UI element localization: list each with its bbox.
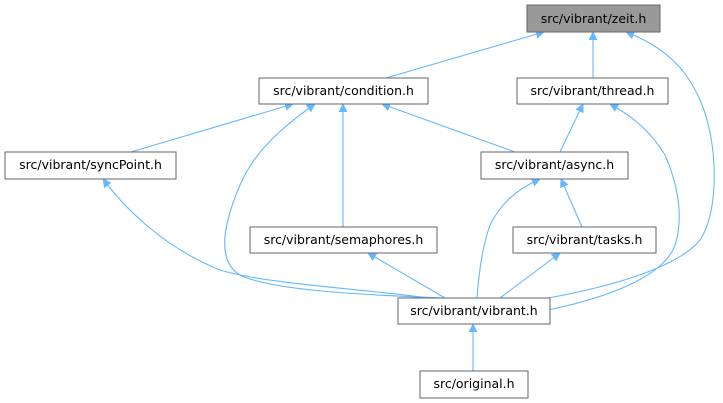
- node-box: [480, 151, 629, 180]
- edge-vibrant-to-zeit: [547, 30, 715, 299]
- node-box: [512, 226, 657, 254]
- node-box: [4, 151, 177, 180]
- node-box: [516, 77, 669, 105]
- node-label: src/vibrant/semaphores.h: [264, 232, 424, 247]
- node-box: [249, 226, 438, 254]
- node-label: src/vibrant/thread.h: [531, 83, 655, 98]
- edge-syncpoint-to-condition: [130, 101, 294, 153]
- edge-async-to-thread: [559, 103, 584, 153]
- node-box: [397, 297, 551, 325]
- node-tasks[interactable]: src/vibrant/tasks.h: [512, 226, 657, 254]
- node-label: src/original.h: [433, 376, 514, 391]
- node-zeit[interactable]: src/vibrant/zeit.h: [526, 4, 661, 33]
- edge-vibrant-to-syncpoint: [102, 178, 445, 301]
- edge-async-to-condition: [381, 102, 516, 153]
- node-syncpoint[interactable]: src/vibrant/syncPoint.h: [4, 151, 177, 180]
- edge-vibrant-to-semaphores: [367, 252, 446, 299]
- node-label: src/vibrant/condition.h: [273, 83, 414, 98]
- node-label: src/vibrant/syncPoint.h: [19, 157, 162, 172]
- node-box: [419, 370, 529, 399]
- node-label: src/vibrant/tasks.h: [527, 232, 643, 247]
- edge-vibrant-to-thread: [547, 103, 680, 311]
- node-vibrant[interactable]: src/vibrant/vibrant.h: [397, 297, 551, 325]
- node-thread[interactable]: src/vibrant/thread.h: [516, 77, 669, 105]
- node-original[interactable]: src/original.h: [419, 370, 529, 399]
- edge-condition-to-zeit: [385, 29, 545, 79]
- node-condition[interactable]: src/vibrant/condition.h: [258, 77, 429, 105]
- edge-tasks-to-async: [560, 178, 583, 228]
- dependency-nodes: src/vibrant/zeit.h src/vibrant/condition…: [4, 4, 669, 399]
- node-async[interactable]: src/vibrant/async.h: [480, 151, 629, 180]
- edge-vibrant-to-tasks: [499, 252, 561, 299]
- edge-vibrant-to-condition: [224, 103, 445, 299]
- node-box: [526, 4, 661, 33]
- node-label: src/vibrant/zeit.h: [541, 11, 647, 26]
- node-label: src/vibrant/async.h: [495, 157, 614, 172]
- node-semaphores[interactable]: src/vibrant/semaphores.h: [249, 226, 438, 254]
- dependency-edges: [102, 29, 715, 371]
- node-label: src/vibrant/vibrant.h: [410, 303, 537, 318]
- node-box: [258, 77, 429, 105]
- edge-vibrant-to-async: [476, 178, 541, 299]
